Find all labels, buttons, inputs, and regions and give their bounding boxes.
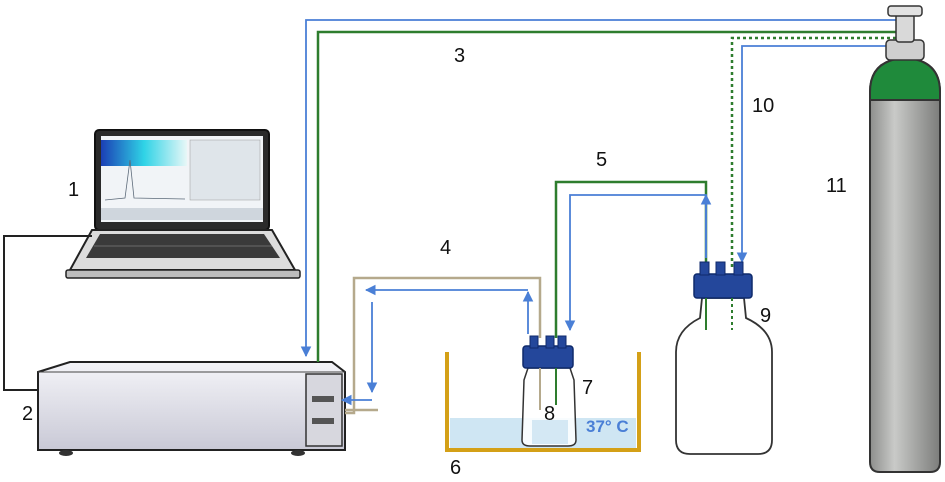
flow-arrow-gas-inlet: [736, 45, 892, 264]
label-gas-cylinder: 11: [826, 175, 847, 197]
gas-line-main: [316, 30, 902, 362]
analyzer-instrument: [37, 361, 346, 456]
gas-cylinder: [869, 5, 941, 473]
data-cable: [3, 235, 92, 391]
label-computer: 1: [68, 179, 79, 201]
label-water-bath: 6: [450, 457, 461, 479]
reservoir-bottle: [675, 261, 773, 455]
label-line-to-analyzer: 4: [440, 237, 451, 259]
line-to-analyzer: [345, 276, 542, 415]
label-line-between-bottles: 5: [596, 149, 607, 171]
sample-bottle: [521, 335, 577, 447]
gas-inlet-line: [730, 36, 902, 270]
flow-arrow-between-bottles: [564, 194, 707, 332]
label-analyzer: 2: [22, 403, 33, 425]
flow-arrow-to-analyzer: [300, 19, 898, 358]
label-gas-inlet: 10: [752, 95, 774, 117]
water-bath-temperature: 37° C: [586, 417, 629, 436]
laptop-computer: [65, 129, 301, 279]
line-between-bottles: [554, 180, 708, 338]
label-gas-line-main: 3: [454, 45, 465, 67]
label-reservoir-bottle: 9: [760, 305, 771, 327]
label-sample-bottle-cap: 7: [582, 377, 593, 399]
label-sample-bottle: 8: [544, 403, 555, 425]
